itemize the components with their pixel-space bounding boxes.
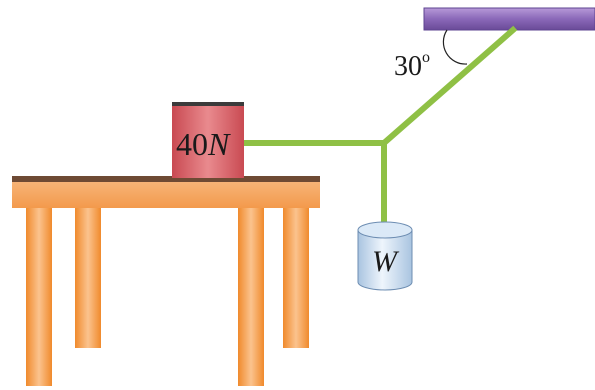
table-top: [12, 180, 320, 208]
ceiling-support: [423, 7, 595, 31]
block-weight-label: 40N: [176, 126, 230, 162]
angle-arc: [442, 29, 468, 65]
table-leg-back-left: [75, 208, 101, 348]
table-leg-front-right: [238, 208, 264, 386]
table-leg-front-left: [26, 208, 52, 386]
angle-label: 30o: [394, 49, 430, 82]
hanging-weight: [357, 221, 413, 291]
ropes: [241, 25, 518, 228]
angled-rope: [379, 25, 518, 148]
table: [12, 176, 320, 386]
hanging-weight-label: W: [372, 245, 397, 278]
table-leg-back-right: [283, 208, 309, 348]
block: [172, 102, 244, 178]
